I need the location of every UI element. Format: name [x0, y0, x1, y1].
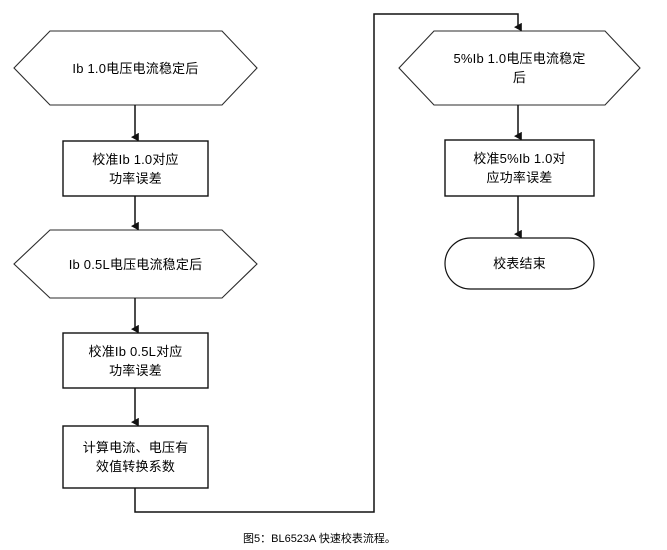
- node-calib-ib10-shape: [62, 140, 209, 197]
- node-ib05l-stable-shape: [13, 229, 258, 299]
- node-ib10-stable-shape: [13, 30, 258, 106]
- figure-caption: 图5：BL6523A 快速校表流程。: [243, 533, 396, 545]
- node-ib5pct-stable-shape: [398, 30, 641, 106]
- node-calib-ib05l-shape: [62, 332, 209, 389]
- connector-calc-to-ib5pct-loop: [134, 13, 522, 513]
- node-end-shape: [444, 237, 595, 290]
- node-calc-rms-coeff-shape: [62, 425, 209, 489]
- node-calib-ib5pct-shape: [444, 139, 595, 197]
